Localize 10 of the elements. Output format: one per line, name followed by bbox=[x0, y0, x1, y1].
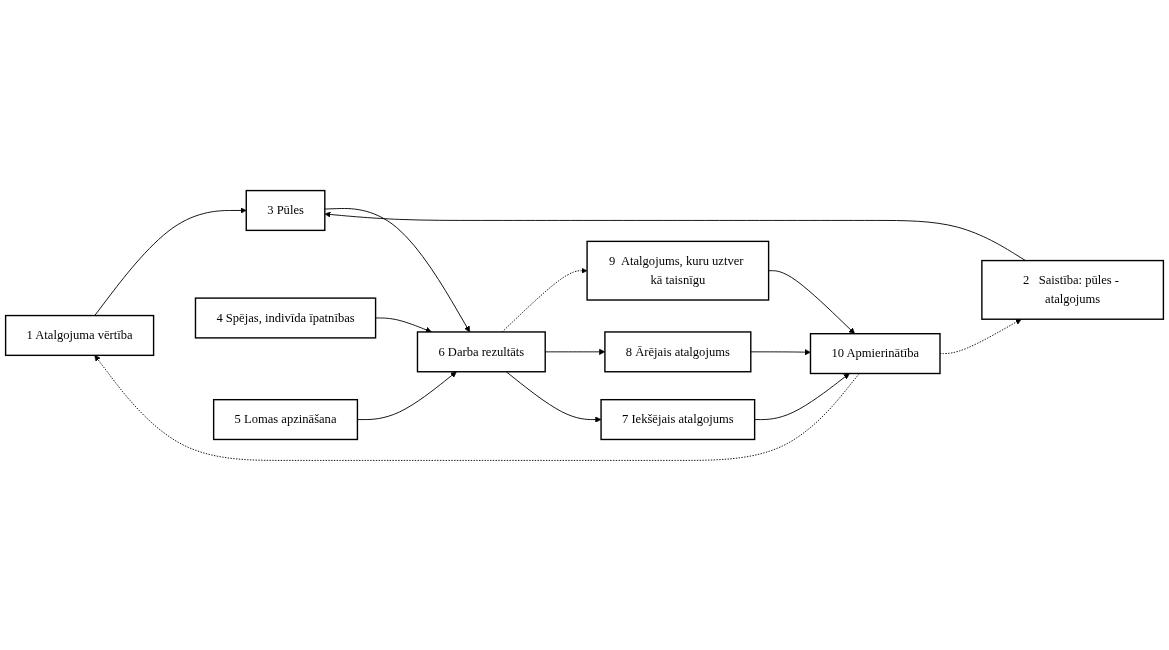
node-box: 3 Pūles bbox=[245, 189, 326, 231]
node-box: 4 Spējas, indivīda īpatnības bbox=[194, 296, 377, 339]
node-box: 9 Atalgojums, kuru uztver kā taisnīgu bbox=[586, 240, 770, 301]
node-box: 10 Apmierinātība bbox=[809, 332, 941, 374]
node-box: 1 Atalgojuma vērtība bbox=[4, 314, 155, 356]
node-box: 5 Lomas apzināšana bbox=[212, 398, 359, 440]
node-box: 6 Darba rezultāts bbox=[416, 330, 546, 372]
node-box: 2 Saistība: pūles - atalgojums bbox=[981, 259, 1165, 320]
node-box: 7 Iekšējais atalgojums bbox=[600, 398, 756, 440]
node-box: 8 Ārējais atalgojums bbox=[604, 330, 752, 372]
